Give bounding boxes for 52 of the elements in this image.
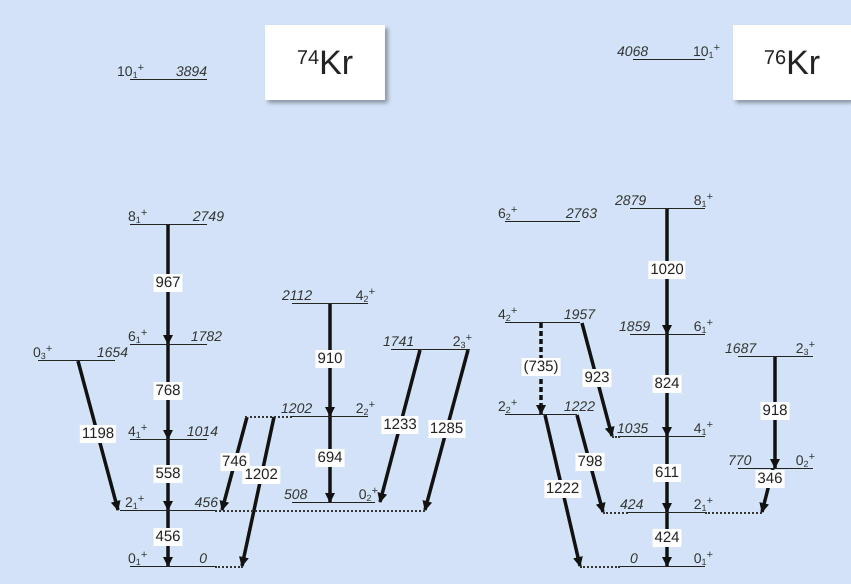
transition-energy-label: 824 xyxy=(652,375,682,393)
level-energy: 4068 xyxy=(617,44,648,58)
transition-energy-label: 611 xyxy=(653,464,681,482)
transition-arrow xyxy=(536,323,546,415)
level-energy: 1957 xyxy=(564,307,595,321)
transition-energy-label: 1285 xyxy=(428,420,466,438)
transition-energy-label: 918 xyxy=(760,402,790,420)
level-energy: 1035 xyxy=(617,421,648,435)
transition-energy-label: 558 xyxy=(153,464,183,482)
level-energy: 424 xyxy=(620,497,644,511)
nuclide-label-box xyxy=(733,25,851,100)
level-energy: 1687 xyxy=(725,341,756,355)
transition-arrow xyxy=(377,350,422,503)
level-energy: 0 xyxy=(199,551,207,565)
transition-energy-label: 1202 xyxy=(242,466,280,484)
transition-energy-label: 694 xyxy=(315,449,345,467)
level-energy: 3894 xyxy=(176,64,207,78)
transition-energy-label: (735) xyxy=(521,358,561,376)
level-energy: 1654 xyxy=(96,345,128,359)
level-energy: 0 xyxy=(630,551,638,565)
level-energy: 2749 xyxy=(192,209,224,223)
level-energy: 1014 xyxy=(186,424,218,438)
transition-energy-label: 910 xyxy=(315,350,345,368)
level-energy: 456 xyxy=(194,495,218,509)
transition-arrow xyxy=(543,414,583,567)
level-energy: 508 xyxy=(284,487,308,501)
transition-energy-label: 346 xyxy=(755,470,784,488)
level-energy: 1859 xyxy=(619,319,650,333)
level-energy: 1741 xyxy=(383,334,414,348)
transition-energy-label: 1222 xyxy=(544,480,582,498)
transition-energy-label: 1198 xyxy=(80,425,116,443)
level-energy: 2763 xyxy=(566,206,597,220)
nuclide-label: $^{74}$Kr xyxy=(296,46,354,80)
level-energy: 1222 xyxy=(564,399,595,413)
transition-arrow xyxy=(239,416,276,567)
transition-energy-label: 768 xyxy=(153,382,183,400)
level-energy: 1782 xyxy=(190,329,222,343)
level-energy: 770 xyxy=(728,453,752,467)
transition-energy-label: 798 xyxy=(575,453,605,471)
transition-arrow xyxy=(422,350,470,511)
transition-arrow xyxy=(76,360,120,511)
transition-energy-label: 1233 xyxy=(381,416,419,434)
transition-energy-label: 456 xyxy=(153,528,183,546)
level-energy: 2879 xyxy=(615,193,646,207)
nuclide-label-box xyxy=(265,25,385,100)
level-energy: 1202 xyxy=(281,401,312,415)
nuclide-label: $^{76}$Kr xyxy=(764,46,820,80)
transition-energy-label: 424 xyxy=(652,529,682,547)
transition-energy-label: 1020 xyxy=(648,261,686,279)
transition-energy-label: 923 xyxy=(582,369,612,387)
transition-energy-label: 967 xyxy=(153,274,183,292)
level-energy: 2112 xyxy=(282,288,312,302)
